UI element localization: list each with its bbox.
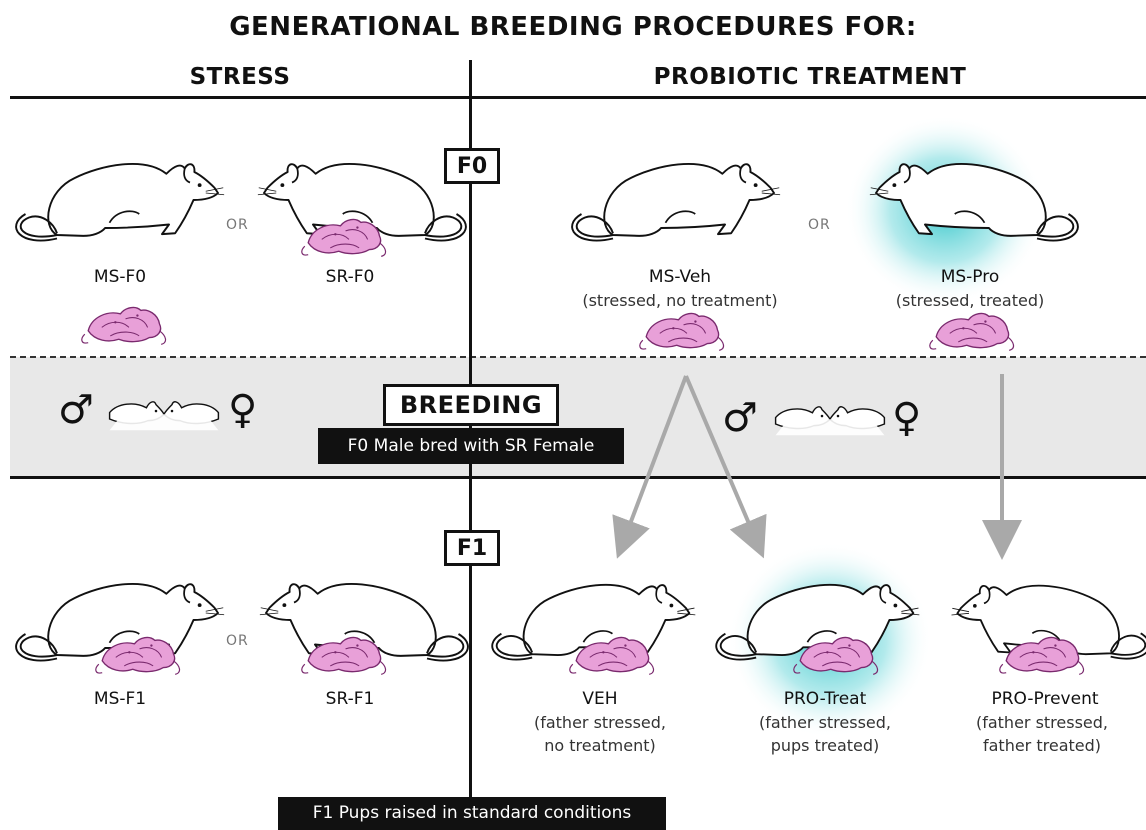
label-veh: VEH	[540, 688, 660, 710]
pup-cluster-icon	[996, 630, 1086, 678]
desc-pro-treat-1: (father stressed,	[715, 712, 935, 734]
desc-veh-1: (father stressed,	[490, 712, 710, 734]
pup-cluster-icon	[566, 630, 656, 678]
label-pro-prevent: PRO-Prevent	[960, 688, 1130, 710]
desc-pro-prevent-1: (father stressed,	[940, 712, 1144, 734]
desc-pro-treat-2: pups treated)	[715, 735, 935, 757]
pup-cluster-icon	[298, 630, 388, 678]
pup-cluster-icon	[92, 630, 182, 678]
label-ms-f1: MS-F1	[60, 688, 180, 710]
desc-pro-prevent-2: father treated)	[940, 735, 1144, 757]
label-sr-f1: SR-F1	[290, 688, 410, 710]
desc-veh-2: no treatment)	[490, 735, 710, 757]
label-pro-treat: PRO-Treat	[745, 688, 905, 710]
or-label: OR	[226, 633, 249, 649]
pup-cluster-icon	[790, 630, 880, 678]
